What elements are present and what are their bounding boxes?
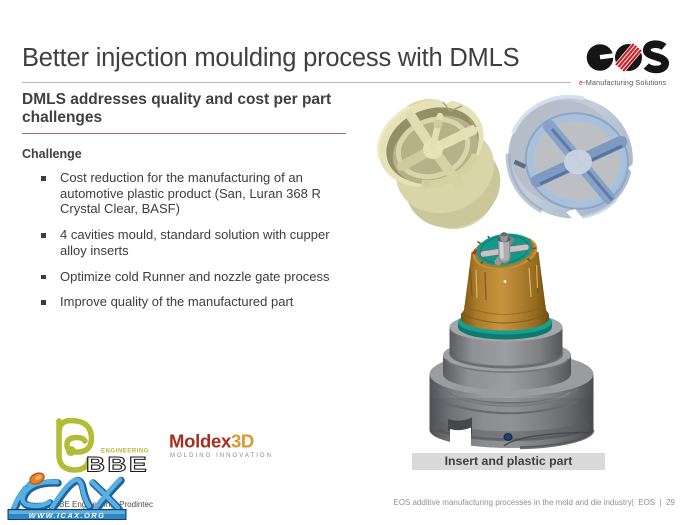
svg-text:BBE: BBE [86,454,149,477]
svg-text:MOLDING INNOVATION: MOLDING INNOVATION [170,453,273,459]
svg-text:WWW.ICAX.ORG: WWW.ICAX.ORG [29,511,106,520]
svg-text:ENGINEERING: ENGINEERING [101,448,149,455]
svg-text:Moldex3D: Moldex3D [169,431,254,452]
